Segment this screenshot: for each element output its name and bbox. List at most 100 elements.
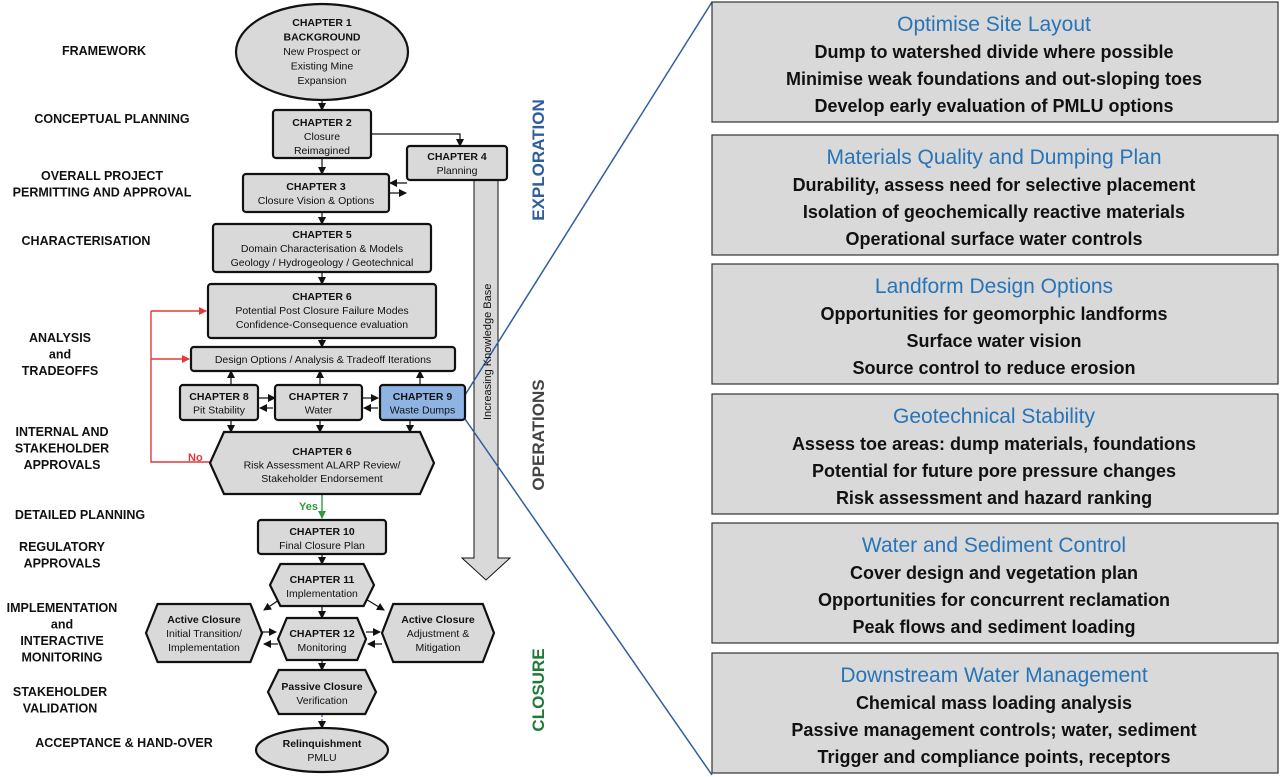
node-text: PMLU [307,752,336,764]
phase-label: EXPLORATION [529,99,548,221]
stage-label: INTERNAL AND [15,425,108,439]
stage-label: PERMITTING AND APPROVAL [13,186,192,200]
node-text: Closure Vision & Options [258,195,375,207]
node-text: Passive Closure [281,681,362,693]
panel-title: Optimise Site Layout [897,13,1091,36]
node-text: CHAPTER 10 [289,526,355,538]
node-text: CHAPTER 7 [289,391,349,403]
stage-label: APPROVALS [24,458,101,472]
node-text: Design Options / Analysis & Tradeoff Ite… [215,354,431,366]
stage-label: APPROVALS [24,557,101,571]
node-text: Relinquishment [283,738,362,750]
panel-line: Isolation of geochemically reactive mate… [803,202,1185,222]
node-text: Monitoring [297,642,346,654]
node-text: CHAPTER 9 [393,391,453,403]
node-shape [189,345,457,373]
node-text: Implementation [286,588,358,600]
panel-line: Risk assessment and hazard ranking [836,488,1152,508]
node-shape [268,562,376,608]
node-text: Expansion [297,75,346,87]
node-text: Implementation [168,642,240,654]
node-shape [380,602,496,664]
stage-label: CHARACTERISATION [22,234,151,248]
node-shape [234,2,410,102]
panel-line: Chemical mass loading analysis [856,693,1132,713]
panel-line: Trigger and compliance points, receptors [817,747,1170,767]
panel-line: Durability, assess need for selective pl… [793,175,1196,195]
node-text: Water [305,405,333,417]
node-text: Initial Transition/ [166,628,242,640]
node-shape [266,668,378,716]
panel-line: Surface water vision [906,331,1081,351]
node-ch8: CHAPTER 8 Pit Stability [178,383,260,422]
stage-label: TRADEOFFS [22,364,98,378]
panel-line: Passive management controls; water, sedi… [791,720,1196,740]
panel-line: Operational surface water controls [845,229,1142,249]
stage-label: MONITORING [21,651,102,665]
node-ch10: CHAPTER 10 Final Closure Plan [256,518,388,556]
node-text: Confidence-Consequence evaluation [236,319,408,331]
node-text: Adjustment & [407,628,469,640]
node-shape [271,108,373,160]
node-text: CHAPTER 8 [189,391,249,403]
node-shape [206,282,438,340]
stage-label: REGULATORY [19,540,106,554]
node-shape [211,222,433,274]
stage-label: ANALYSIS [29,331,91,345]
stage-label: INTERACTIVE [20,634,103,648]
node-text: CHAPTER 2 [292,117,352,129]
node-shape [378,383,467,422]
panel-line: Opportunities for concurrent reclamation [818,590,1170,610]
feedback-loop [150,307,222,463]
node-text: Planning [437,165,478,177]
node-text: CHAPTER 1 [292,17,352,29]
node-shape [276,616,368,662]
phase-label: CLOSURE [529,648,548,731]
panel-line: Opportunities for geomorphic landforms [820,304,1167,324]
stage-label: FRAMEWORK [62,44,146,58]
panel-title: Materials Quality and Dumping Plan [827,146,1162,169]
node-text: Reimagined [294,145,350,157]
node-text: Potential Post Closure Failure Modes [235,305,408,317]
panel-box [711,393,1279,515]
node-shape [208,430,436,496]
arrow-ch2-ch4 [371,133,464,147]
node-text: Domain Characterisation & Models [241,243,403,255]
panel-line: Source control to reduce erosion [852,358,1135,378]
panel-line: Potential for future pore pressure chang… [812,461,1176,481]
node-text: CHAPTER 5 [292,229,352,241]
panel-line: Develop early evaluation of PMLU options [814,96,1173,116]
stage-label: and [51,618,73,632]
node-text: Final Closure Plan [279,540,365,552]
node-shape [144,602,264,664]
node-text: Pit Stability [193,405,246,417]
node-text: Risk Assessment ALARP Review/ [244,460,401,472]
panel-box [711,1,1279,123]
node-text: CHAPTER 3 [286,181,346,193]
node-ch5: CHAPTER 5 Domain Characterisation & Model… [211,222,433,274]
stage-label: and [49,348,71,362]
pointer-line-top [464,1,713,396]
panel-line: Peak flows and sediment loading [852,617,1135,637]
node-text: Existing Mine [291,61,354,73]
node-text: CHAPTER 6 [292,446,352,458]
panel-line: Assess toe areas: dump materials, founda… [792,434,1196,454]
node-text: Mitigation [416,642,461,654]
